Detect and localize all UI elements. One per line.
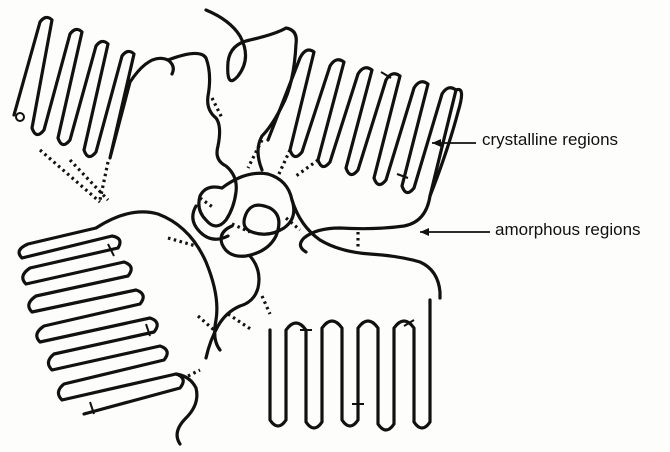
amorphous-regions-label: amorphous regions [495, 220, 641, 240]
top-right-lamella [268, 50, 456, 252]
chain-topleft-center [168, 53, 236, 226]
tie-molecule [188, 370, 200, 376]
chain-center-right [292, 200, 440, 298]
crystalline-arrowhead [432, 139, 441, 147]
tie-molecule [200, 198, 214, 208]
bottom-lamella [270, 300, 430, 430]
chain-left-down [176, 374, 197, 444]
tie-molecule [262, 296, 270, 314]
tie-molecule [278, 150, 290, 176]
crystalline-regions-label: crystalline regions [482, 130, 618, 150]
tie-molecule [228, 314, 252, 330]
amorphous-arrowhead [420, 228, 429, 236]
left-lamella [19, 212, 220, 414]
tie-molecule [296, 160, 318, 176]
top-left-lamella [14, 17, 173, 158]
tie-molecule [198, 316, 214, 330]
